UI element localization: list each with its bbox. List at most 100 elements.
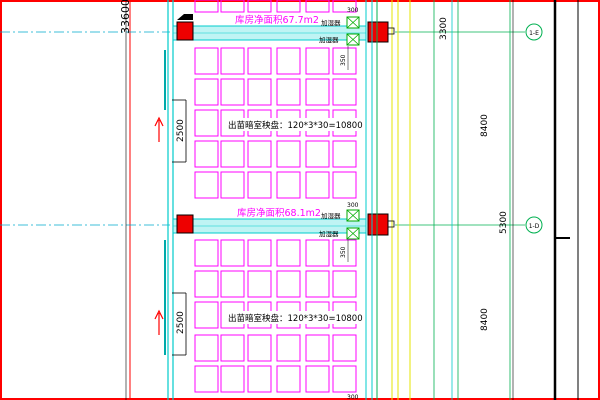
door-dimension-1: 2500 xyxy=(172,99,187,163)
tray-cell xyxy=(247,270,272,298)
tray-cell xyxy=(332,239,357,267)
tray-cell xyxy=(276,171,301,199)
tray-cell xyxy=(194,140,219,168)
tray-cell xyxy=(332,78,357,106)
humidifier-1-label: 加湿器 xyxy=(321,18,341,27)
tray-cell xyxy=(220,140,245,168)
tray-cell xyxy=(332,365,357,393)
tray-cell xyxy=(305,0,330,13)
tray-cell xyxy=(220,0,245,13)
room-1-capacity-label: 出苗暗室秧盘：120*3*30=10800 xyxy=(228,120,363,131)
tray-cell xyxy=(276,47,301,75)
tray-cell xyxy=(276,0,301,13)
tray-cell xyxy=(194,171,219,199)
humidifier-1: 加湿器 xyxy=(321,16,360,29)
dimension-bay-1: 8400 xyxy=(480,114,490,137)
tray-cell xyxy=(332,334,357,362)
tray-cell xyxy=(332,140,357,168)
axis-bubble-1d: 1-D xyxy=(525,216,543,234)
column-left-1 xyxy=(176,21,194,41)
tray-cell xyxy=(305,270,330,298)
tray-cell xyxy=(247,78,272,106)
tray-cell xyxy=(247,0,272,13)
room-2-area-label: 库房净面积68.1m2 xyxy=(237,207,321,219)
dimension-overall-left-text: 33600 xyxy=(119,0,132,34)
tray-cell xyxy=(247,365,272,393)
tray-cell xyxy=(276,78,301,106)
door-dimension-1-text: 2500 xyxy=(176,119,186,142)
dimension-bay-2: 8400 xyxy=(480,308,490,331)
connector-2 xyxy=(387,220,395,228)
small-dim-bottom: 300 xyxy=(347,394,359,400)
door-dimension-2: 2500 xyxy=(172,292,187,356)
tray-cell xyxy=(194,239,219,267)
humidifier-2: 加湿器 xyxy=(319,33,360,46)
tray-grid-room-1 xyxy=(194,0,357,199)
tray-cell xyxy=(220,171,245,199)
entrance-arrow-2 xyxy=(154,309,164,335)
room-1-capacity-bg xyxy=(226,118,358,131)
tray-cell xyxy=(276,334,301,362)
room-2-capacity-bg xyxy=(226,311,358,324)
tray-cell xyxy=(194,47,219,75)
axis-bubble-1e: 1-E xyxy=(525,23,543,41)
tray-cell xyxy=(276,140,301,168)
tray-cell xyxy=(220,78,245,106)
corner-mark xyxy=(177,14,193,20)
tray-cell xyxy=(305,365,330,393)
tray-cell xyxy=(305,140,330,168)
small-dim-top-1: 300 xyxy=(347,7,359,14)
small-dim-mid-2: 350 xyxy=(340,246,347,258)
tray-cell xyxy=(305,334,330,362)
tray-cell xyxy=(220,334,245,362)
tray-cell xyxy=(332,0,357,13)
small-dim-top-2: 300 xyxy=(347,202,359,209)
axis-bubble-1e-label: 1-E xyxy=(529,30,539,37)
door-dimension-2-text: 2500 xyxy=(176,311,186,334)
humidifier-2-label: 加湿器 xyxy=(319,35,339,44)
tray-cell xyxy=(305,78,330,106)
tray-cell xyxy=(247,334,272,362)
dimension-middle-right: 5300 xyxy=(499,211,509,234)
connector-1 xyxy=(387,27,395,35)
tray-cell xyxy=(332,270,357,298)
tray-cell xyxy=(220,47,245,75)
room-1-area-label: 库房净面积67.7m2 xyxy=(235,14,319,26)
tray-cell xyxy=(305,239,330,267)
column-right-1 xyxy=(367,21,389,43)
tray-cell xyxy=(194,78,219,106)
tray-cell xyxy=(194,270,219,298)
tray-cell xyxy=(194,334,219,362)
room-2-capacity-label: 出苗暗室秧盘：120*3*30=10800 xyxy=(228,313,363,324)
tray-cell xyxy=(247,239,272,267)
small-dim-mid-1: 350 xyxy=(340,54,347,66)
tray-cell xyxy=(220,365,245,393)
tray-cell xyxy=(276,239,301,267)
tray-cell xyxy=(247,47,272,75)
tray-cell xyxy=(305,47,330,75)
tray-cell xyxy=(194,301,219,329)
tray-cell xyxy=(276,270,301,298)
humidifier-4: 加湿器 xyxy=(319,227,360,240)
humidifier-4-label: 加湿器 xyxy=(319,229,339,238)
tray-cell xyxy=(305,171,330,199)
tray-cell xyxy=(194,365,219,393)
axis-bubble-1d-label: 1-D xyxy=(529,223,540,230)
tray-cell xyxy=(332,47,357,75)
humidifier-3-label: 加湿器 xyxy=(321,211,341,220)
dimension-top-right: 3300 xyxy=(439,17,449,40)
dimension-overall-left: 33600 xyxy=(119,0,132,400)
tray-cell xyxy=(276,365,301,393)
tray-cell xyxy=(247,140,272,168)
tray-cell xyxy=(220,239,245,267)
entrance-arrow-1 xyxy=(154,116,164,142)
tray-cell xyxy=(194,0,219,13)
humidifier-3: 加湿器 xyxy=(321,209,360,222)
column-left-2 xyxy=(176,214,194,234)
tray-cell xyxy=(247,171,272,199)
column-right-2 xyxy=(367,213,389,236)
tray-cell xyxy=(194,109,219,137)
tray-cell xyxy=(220,270,245,298)
tray-cell xyxy=(332,171,357,199)
